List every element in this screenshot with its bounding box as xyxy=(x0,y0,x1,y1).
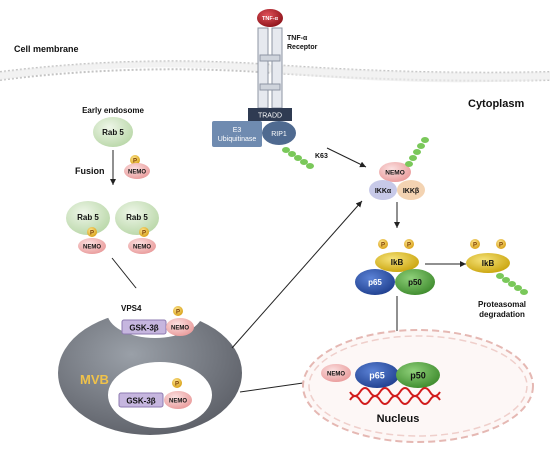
mvb xyxy=(58,286,242,435)
cell-membrane-label: Cell membrane xyxy=(14,44,79,54)
nemo-label: NEMO xyxy=(385,170,405,177)
p50-label: p50 xyxy=(410,371,426,381)
dna-helix xyxy=(349,387,441,405)
k63-ubiquitin-chain xyxy=(282,147,314,169)
mvb-label: MVB xyxy=(80,372,109,387)
e3-ubiquitinase-box: E3 Ubiquitinase xyxy=(212,121,262,147)
rip1-label: RIP1 xyxy=(271,131,287,138)
rab5-left-label: Rab 5 xyxy=(77,213,99,222)
nemo-label: NEMO xyxy=(128,170,146,176)
nemo-label: NEMO xyxy=(83,245,101,251)
rab5-left: Rab 5 xyxy=(66,201,110,235)
tradd-box: TRADD xyxy=(248,108,292,121)
ikb-label: IkB xyxy=(482,259,495,268)
ikk-complex: NEMO IKKα IKKβ xyxy=(369,162,425,200)
phospho-label: P xyxy=(499,243,503,249)
ikka-label: IKKα xyxy=(375,188,392,195)
k63-label: K63 xyxy=(315,153,328,160)
rab5-early-endosome: Rab 5 xyxy=(93,117,133,147)
rip1-oval: RIP1 xyxy=(262,121,296,145)
phospho-label: P xyxy=(175,382,179,388)
arrow-rip1-to-ikk xyxy=(326,147,367,168)
tradd-label: TRADD xyxy=(258,113,282,120)
p50-label: p50 xyxy=(408,278,422,287)
phospho-label: P xyxy=(133,159,137,165)
phospho-label: P xyxy=(142,231,146,237)
gsk3b-lower: GSK-3β xyxy=(118,392,164,408)
phospho-label: P xyxy=(90,231,94,237)
arrow-mvb-to-nucleus xyxy=(239,379,311,393)
arrow-mvb-to-ikk xyxy=(231,200,363,349)
nemo-label: NEMO xyxy=(171,326,189,332)
ubiquitinase-label: Ubiquitinase xyxy=(218,136,257,143)
nucleus-label: Nucleus xyxy=(377,413,420,425)
vps4-label: VPS4 xyxy=(121,304,142,313)
nemo-label: NEMO xyxy=(327,372,345,378)
gsk3b-upper: GSK-3β xyxy=(121,319,167,335)
degradation-ubiquitin-chain xyxy=(496,273,528,295)
gsk3b-label: GSK-3β xyxy=(126,397,155,406)
phospho-label: P xyxy=(381,243,385,249)
ikk-ubiquitin-chain xyxy=(405,137,429,167)
nemo-nucleus: NEMO xyxy=(321,364,351,382)
phospho-nemo-fusion: P NEMO xyxy=(124,155,150,179)
nemo-label: NEMO xyxy=(169,399,187,405)
phospho-nemo-mvb-lower: P NEMO xyxy=(164,378,192,409)
p65-label: p65 xyxy=(369,371,385,381)
nemo-label: NEMO xyxy=(133,245,151,251)
proteasomal-label: Proteasomal xyxy=(478,300,526,309)
p65-label: p65 xyxy=(368,278,382,287)
ikb-p65-p50-complex: P P IkB p65 p50 xyxy=(355,239,435,295)
phospho-nemo-left: P NEMO xyxy=(78,227,106,254)
phospho-nemo-mvb-upper: P NEMO xyxy=(166,306,194,336)
tnf-alpha-ligand: TNF-α xyxy=(257,9,283,27)
degradation-label: degradation xyxy=(479,310,525,319)
fusion-label: Fusion xyxy=(75,166,105,176)
cytoplasm-label: Cytoplasm xyxy=(468,98,524,110)
phospho-label: P xyxy=(473,243,477,249)
phospho-nemo-right: P NEMO xyxy=(128,227,156,254)
phospho-label: P xyxy=(407,243,411,249)
gsk3b-label: GSK-3β xyxy=(129,324,158,333)
e3-label: E3 xyxy=(233,127,242,134)
ikkb-label: IKKβ xyxy=(403,188,420,195)
early-endosome-label: Early endosome xyxy=(82,106,144,115)
nfkb-dimer-nucleus: p65 p50 xyxy=(355,362,440,388)
tnf-receptor-label-line2: Receptor xyxy=(287,44,318,51)
rab5-right: Rab 5 xyxy=(115,201,159,235)
rab5-label: Rab 5 xyxy=(102,128,124,137)
ikb-label: IkB xyxy=(391,258,404,267)
rab5-right-label: Rab 5 xyxy=(126,213,148,222)
tnf-alpha-label: TNF-α xyxy=(262,16,279,22)
phospho-label: P xyxy=(176,310,180,316)
degraded-ikb: P P IkB xyxy=(466,239,510,273)
tnf-receptor-label-line1: TNF-α xyxy=(287,35,308,42)
